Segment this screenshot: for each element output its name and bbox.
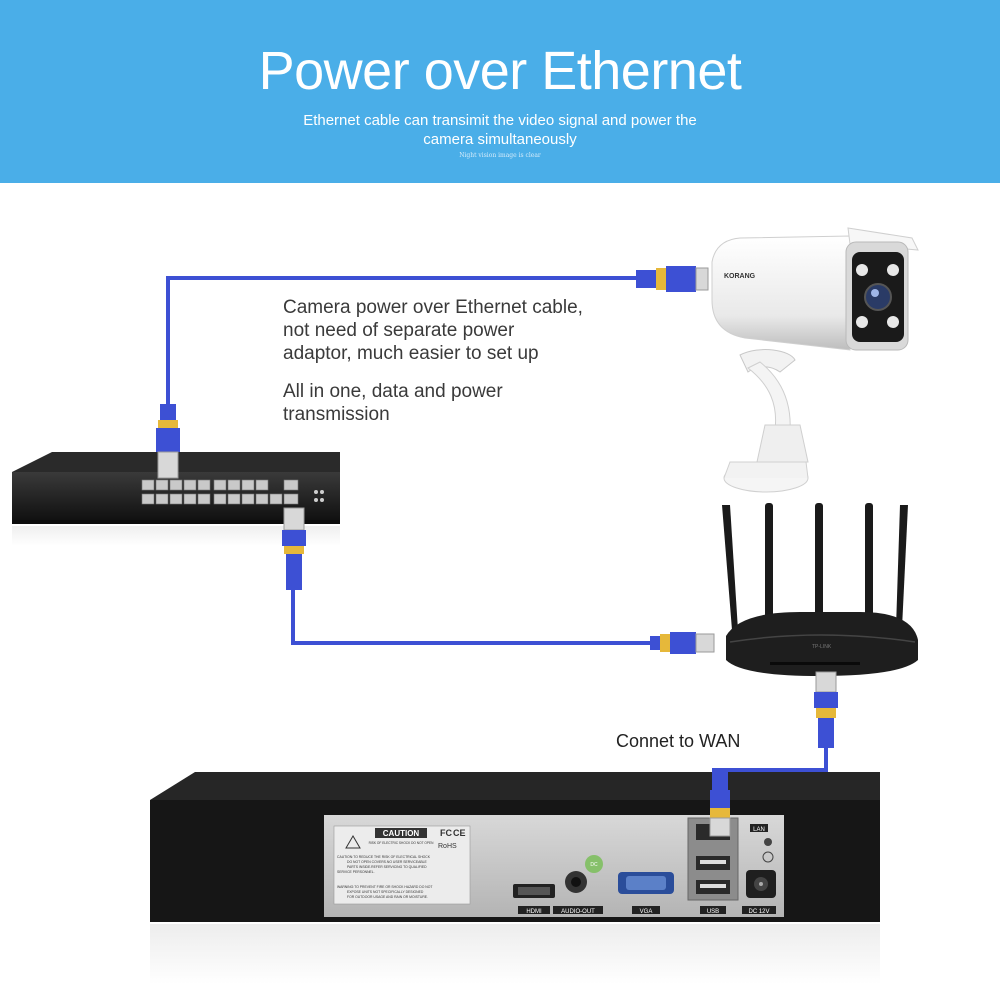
router-brand-label: TP-LINK [812,644,832,650]
tiny-note: Night vision image is clear [459,152,541,159]
rj45-connector-camera [636,266,709,292]
fc-mark: FC [440,828,452,838]
ip-camera: KORANG [711,227,919,493]
warning-line-3: PARTS INSIDE.REFER SERVICING TO QUALIFIE… [347,865,427,869]
wifi-router: TP-LINK [722,503,918,676]
port-dc-label: DC 12V [748,909,769,915]
poe-callout: Camera power over Ethernet cable, not ne… [283,296,583,365]
allinone-callout-line-2: transmission [283,404,390,425]
port-hdmi-label: HDMI [526,909,542,915]
page-subtitle: Ethernet cable can transimit the video s… [270,111,730,149]
allinone-callout-line-1: All in one, data and power [283,381,503,402]
warning-line-4: SERVICE PERSONNEL. [337,870,375,874]
warning-line-1: CAUTION:TO REDUCE THE RISK OF ELECTRICAL… [337,855,431,859]
rj45-connector-router-in [650,632,715,654]
port-audio-label: AUDIO-OUT [561,909,595,915]
page-title: Power over Ethernet [258,41,742,101]
port-usb-label: USB [707,909,719,915]
port-vga-label: VGA [640,909,653,915]
warning-line-2: DO NOT OPEN COVERS.NO USER SERVICEABLE [347,860,428,864]
ce-mark: CE [453,828,466,838]
wan-label: Connet to WAN [616,731,741,751]
rj45-connector-switch-up [156,404,180,479]
allinone-callout: All in one, data and power transmission [283,380,503,426]
subtitle-line-2: camera simultaneously [423,131,577,148]
rj45-connector-switch-down [282,507,306,590]
poe-callout-line-2: not need of separate power [283,320,515,341]
cable-switch-to-router [291,590,660,645]
rj45-connector-router-out [814,671,838,748]
header-banner: Power over Ethernet Ethernet cable can t… [0,0,1000,183]
nvr-recorder: CAUTION RISK OF ELECTRIC SHOCK DO NOT OP… [150,772,880,984]
dc-badge: DC [590,862,598,868]
warning-line-7: FOR OUTDOOR USAGE AND RAIN OR MOISTURE. [347,895,428,899]
subtitle-line-1: Ethernet cable can transimit the video s… [303,112,697,129]
poe-switch [12,452,340,546]
rj45-connector-nvr [709,768,731,837]
rohs-mark: RoHS [438,843,457,850]
caution-sub: RISK OF ELECTRIC SHOCK DO NOT OPEN [369,841,434,845]
port-lan-label: LAN [753,827,765,833]
caution-title: CAUTION [383,829,420,838]
poe-callout-line-3: adaptor, much easier to set up [283,343,539,364]
warning-line-6: EXPOSE UNITS NOT SPECIFICALLY DESIGNED [347,890,424,894]
camera-brand-label: KORANG [724,273,756,280]
warning-line-5: WARNING:TO PREVENT FIRE OR SHOCK HAZARD … [337,885,432,889]
cable-switch-to-camera [166,276,638,412]
poe-callout-line-1: Camera power over Ethernet cable, [283,297,583,318]
